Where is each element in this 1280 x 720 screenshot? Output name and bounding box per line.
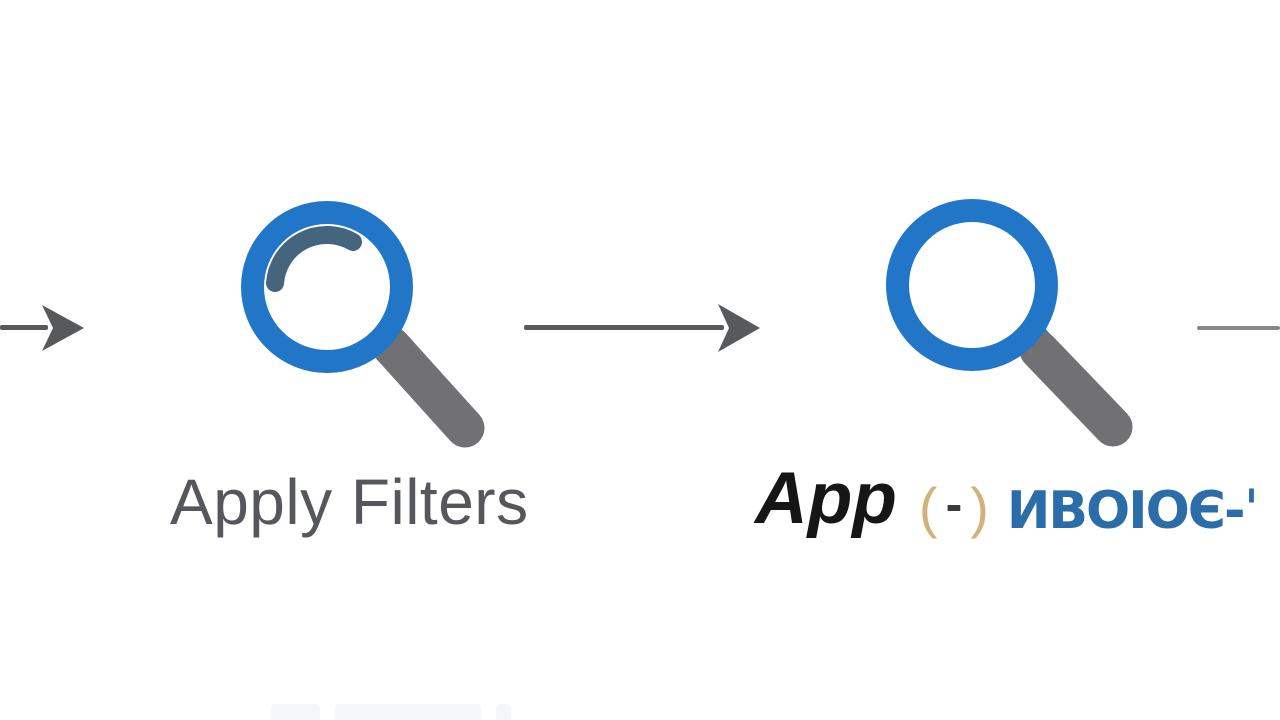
- cutoff-artifact: [496, 704, 511, 720]
- search-magnifier-icon: [241, 201, 485, 448]
- paren-open: (: [918, 476, 938, 539]
- apply-filters-label: Apply Filters: [170, 466, 529, 538]
- app-label: App: [755, 458, 897, 539]
- middle-arrow-line: [524, 325, 724, 330]
- outgoing-arrow-line: [1197, 326, 1280, 330]
- app-label-group: App ( - ) ИBOIOЄ-ˈ: [755, 458, 1260, 541]
- garbled-text-label: ИBOIOЄ-ˈ: [1006, 481, 1260, 541]
- middle-arrowhead-icon: [718, 304, 760, 352]
- paren-close: ): [970, 476, 989, 539]
- search-magnifier-icon: [886, 199, 1133, 447]
- paren-group: ( - ): [918, 476, 989, 539]
- cutoff-artifact: [335, 704, 481, 720]
- incoming-arrow-line: [0, 325, 48, 330]
- incoming-arrowhead-icon: [42, 305, 84, 351]
- cutoff-artifact: [271, 704, 320, 720]
- paren-dash: -: [945, 476, 963, 532]
